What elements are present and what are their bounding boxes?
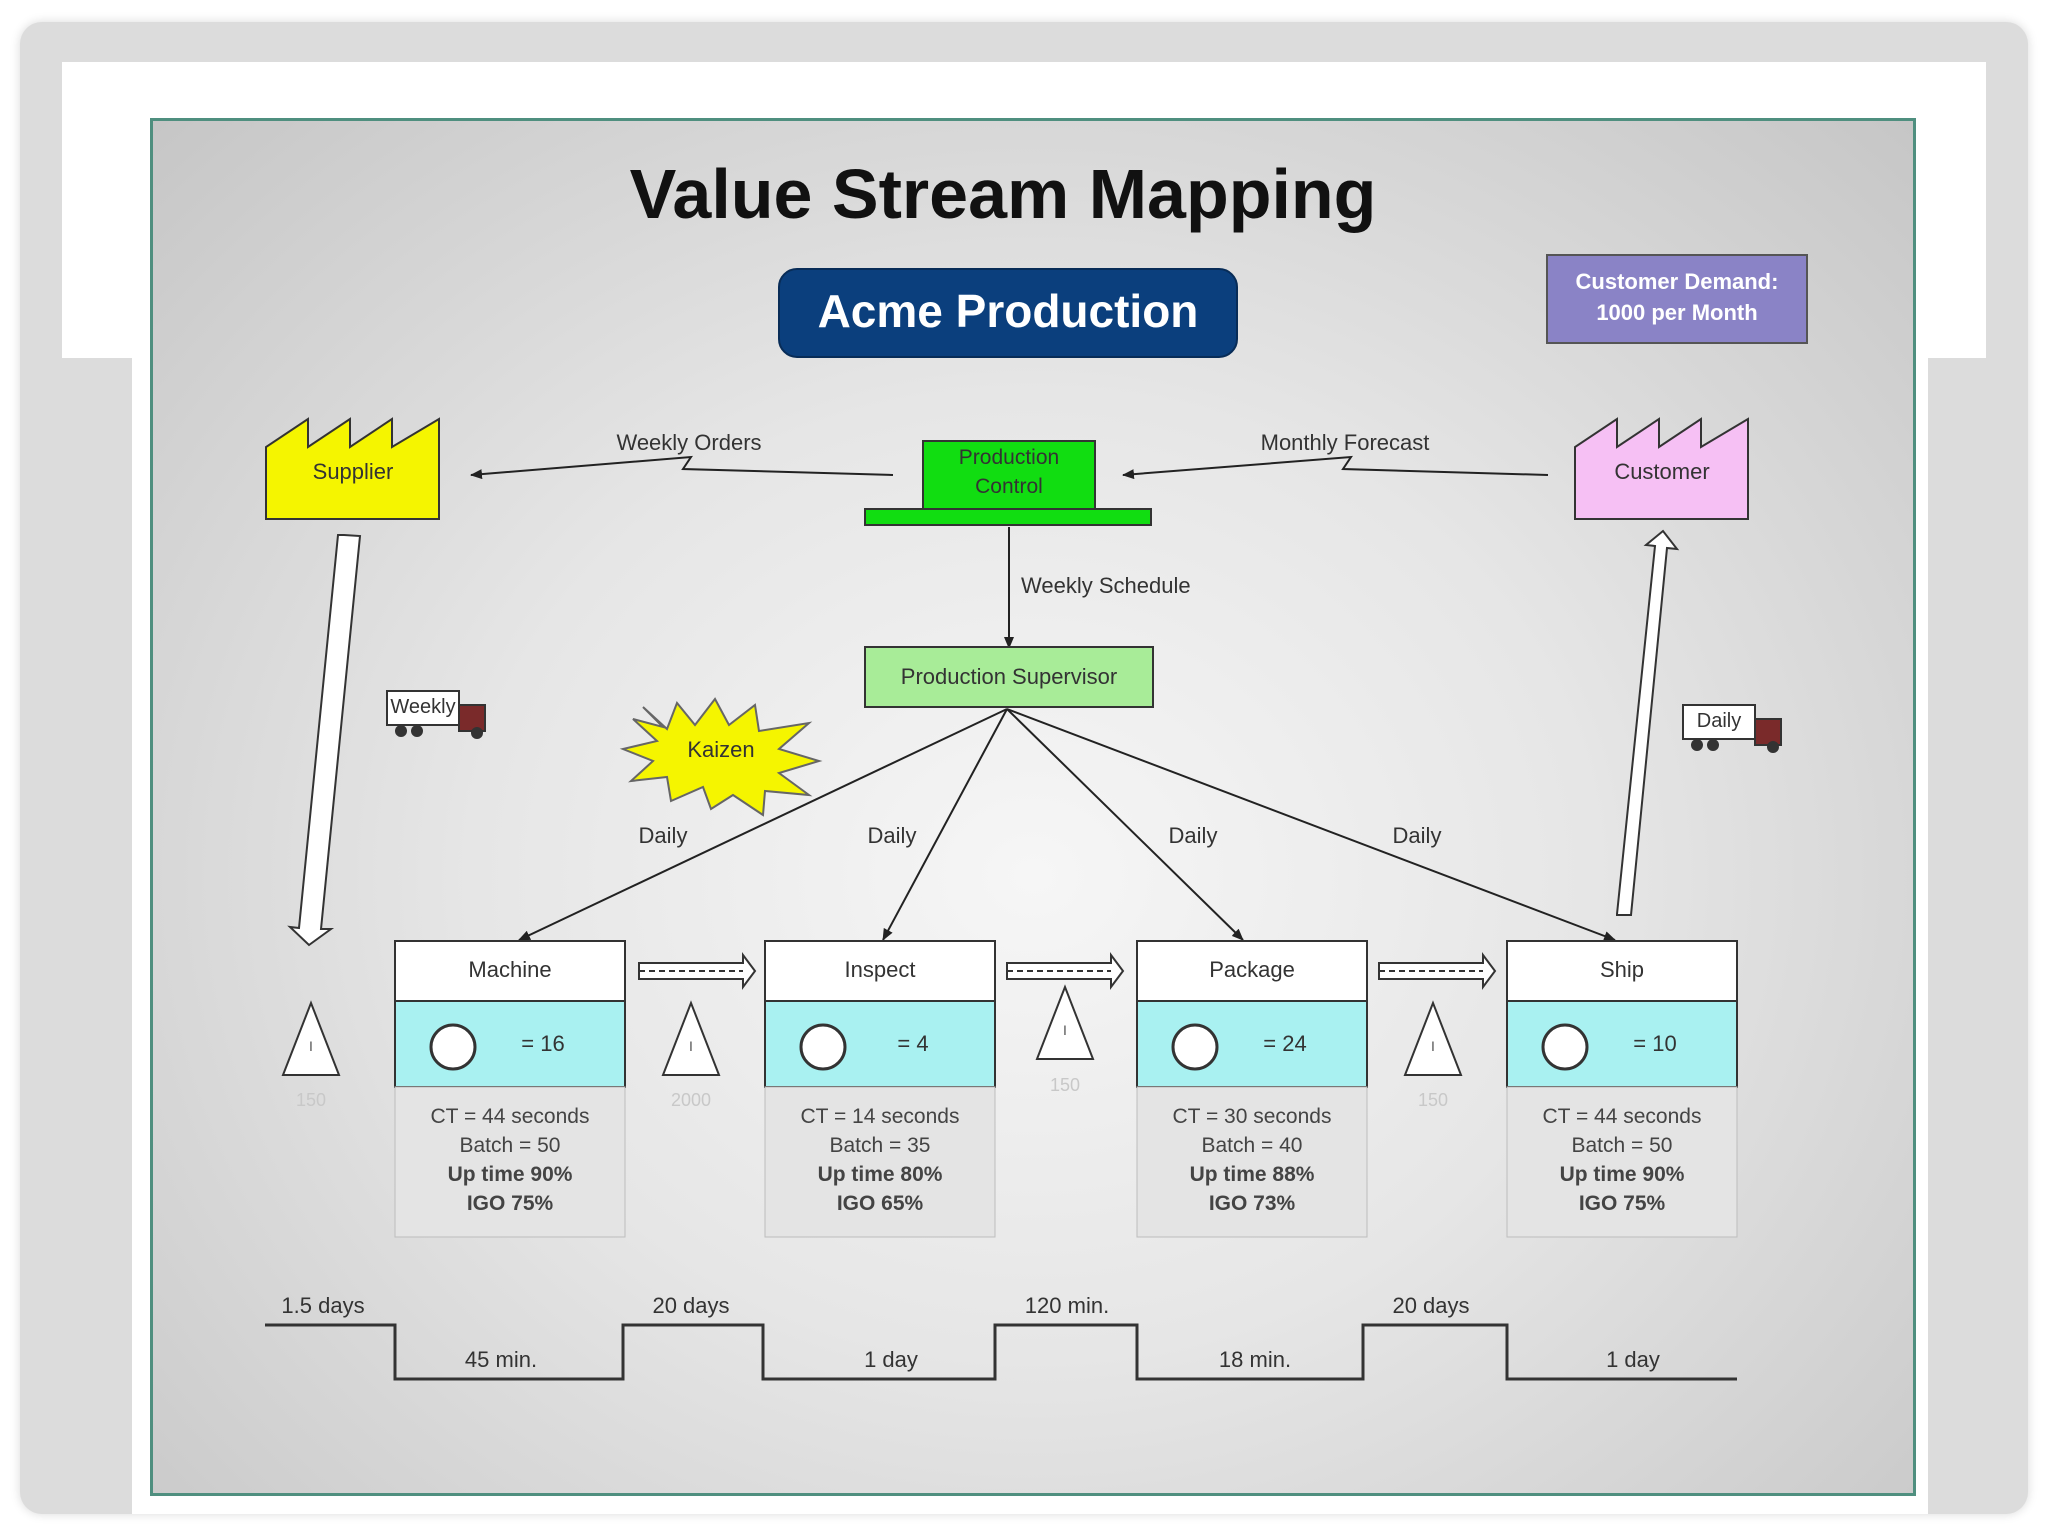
push-arrow <box>1006 952 1125 990</box>
operator-icon <box>429 1023 477 1071</box>
daily-schedule-lines: Daily Daily Daily Daily <box>518 708 1616 941</box>
outbound-shipment-arrow <box>1616 529 1680 916</box>
daily-arrow-machine <box>518 708 1008 941</box>
inbound-shipment-arrow <box>287 534 362 947</box>
vsm-diagram: Value Stream Mapping Acme Production Cus… <box>265 155 1808 1381</box>
timeline-process: 18 min. <box>1219 1347 1291 1372</box>
inventory-triangle: I 150 <box>1403 1000 1463 1110</box>
outbound-truck-label: Daily <box>1697 710 1741 732</box>
subtitle-text: Acme Production <box>818 285 1199 337</box>
customer-demand-line1: Customer Demand: <box>1576 269 1779 294</box>
production-control-line2: Control <box>975 475 1043 498</box>
kaizen-label: Kaizen <box>687 737 754 762</box>
weekly-orders-arrow <box>470 455 894 480</box>
cycle-time: CT = 44 seconds <box>431 1105 590 1128</box>
inbound-truck-icon: Weekly <box>386 690 486 739</box>
operator-icon <box>1541 1023 1589 1071</box>
production-supervisor-label: Production Supervisor <box>901 664 1117 689</box>
igo: IGO 75% <box>1579 1192 1666 1215</box>
inventory-triangle: I 150 <box>281 1000 341 1110</box>
igo: IGO 73% <box>1209 1192 1296 1215</box>
push-arrow <box>638 952 757 990</box>
value-stream-map-slide: Value Stream Mapping Acme Production Cus… <box>150 118 1916 1496</box>
inventory-qty: 2000 <box>671 1090 711 1110</box>
cycle-time: CT = 30 seconds <box>1173 1105 1332 1128</box>
push-arrow <box>1378 952 1497 990</box>
inventory-qty: 150 <box>1050 1075 1080 1095</box>
batch-size: Batch = 40 <box>1202 1134 1303 1157</box>
timeline-wait: 20 days <box>652 1293 729 1318</box>
weekly-schedule-label: Weekly Schedule <box>1021 573 1191 598</box>
process-box-machine: Machine = 16 CT = 44 seconds Batch = 50 … <box>394 940 626 1238</box>
production-control-box: Production Control <box>864 440 1152 526</box>
production-supervisor-box: Production Supervisor <box>864 646 1154 708</box>
batch-size: Batch = 50 <box>460 1134 561 1157</box>
timeline-wait: 120 min. <box>1025 1293 1109 1318</box>
production-control-line1: Production <box>959 446 1059 469</box>
cycle-time: CT = 14 seconds <box>801 1105 960 1128</box>
inventory-triangle: I 150 <box>1035 984 1095 1095</box>
daily-label: Daily <box>639 823 688 848</box>
operator-icon <box>799 1023 847 1071</box>
timeline-wait: 1.5 days <box>281 1293 364 1318</box>
monthly-forecast-arrow <box>1122 455 1549 480</box>
operator-count: = 4 <box>897 1031 928 1056</box>
operator-count: = 24 <box>1263 1031 1306 1056</box>
igo: IGO 75% <box>467 1192 554 1215</box>
inventory-triangle: I 2000 <box>661 1000 721 1110</box>
process-name: Inspect <box>845 957 916 982</box>
batch-size: Batch = 50 <box>1572 1134 1673 1157</box>
slide-title: Value Stream Mapping <box>630 155 1377 233</box>
inventory-mark: I <box>309 1038 313 1054</box>
customer-demand-box: Customer Demand: 1000 per Month <box>1546 254 1808 344</box>
uptime: Up time 88% <box>1190 1163 1315 1186</box>
igo: IGO 65% <box>837 1192 924 1215</box>
cycle-time: CT = 44 seconds <box>1543 1105 1702 1128</box>
monthly-forecast-label: Monthly Forecast <box>1261 430 1430 455</box>
customer-label: Customer <box>1614 459 1709 484</box>
inbound-truck-label: Weekly <box>390 696 455 718</box>
process-box-package: Package = 24 CT = 30 seconds Batch = 40 … <box>1136 940 1368 1238</box>
kaizen-burst-icon: Kaizen <box>619 697 823 817</box>
operator-count: = 10 <box>1633 1031 1676 1056</box>
uptime: Up time 90% <box>448 1163 573 1186</box>
process-name: Machine <box>468 957 551 982</box>
inventory-mark: I <box>689 1038 693 1054</box>
timeline-process: 1 day <box>1606 1347 1660 1372</box>
process-box-inspect: Inspect = 4 CT = 14 seconds Batch = 35 U… <box>764 940 996 1238</box>
daily-arrow-package <box>1006 708 1244 941</box>
timeline-wait: 20 days <box>1392 1293 1469 1318</box>
customer-demand-line2: 1000 per Month <box>1596 300 1757 325</box>
customer-factory-icon: Customer <box>1574 417 1749 520</box>
supplier-label: Supplier <box>313 459 394 484</box>
process-box-ship: Ship = 10 CT = 44 seconds Batch = 50 Up … <box>1506 940 1738 1238</box>
uptime: Up time 90% <box>1560 1163 1685 1186</box>
inventory-mark: I <box>1063 1022 1067 1038</box>
uptime: Up time 80% <box>818 1163 943 1186</box>
subtitle-box: Acme Production <box>778 268 1238 358</box>
lead-time-ladder <box>265 1323 1737 1381</box>
inventory-qty: 150 <box>1418 1090 1448 1110</box>
inventory-mark: I <box>1431 1038 1435 1054</box>
operator-count: = 16 <box>521 1031 564 1056</box>
process-name: Package <box>1209 957 1295 982</box>
daily-label: Daily <box>1393 823 1442 848</box>
daily-label: Daily <box>868 823 917 848</box>
timeline-process: 1 day <box>864 1347 918 1372</box>
outbound-truck-icon: Daily <box>1682 704 1782 753</box>
timeline-process: 45 min. <box>465 1347 537 1372</box>
inventory-qty: 150 <box>296 1090 326 1110</box>
operator-icon <box>1171 1023 1219 1071</box>
weekly-orders-label: Weekly Orders <box>616 430 761 455</box>
batch-size: Batch = 35 <box>830 1134 931 1157</box>
process-name: Ship <box>1600 957 1644 982</box>
supplier-factory-icon: Supplier <box>265 417 440 520</box>
daily-arrow-ship <box>1006 708 1616 941</box>
daily-label: Daily <box>1169 823 1218 848</box>
daily-arrow-inspect <box>882 708 1008 941</box>
